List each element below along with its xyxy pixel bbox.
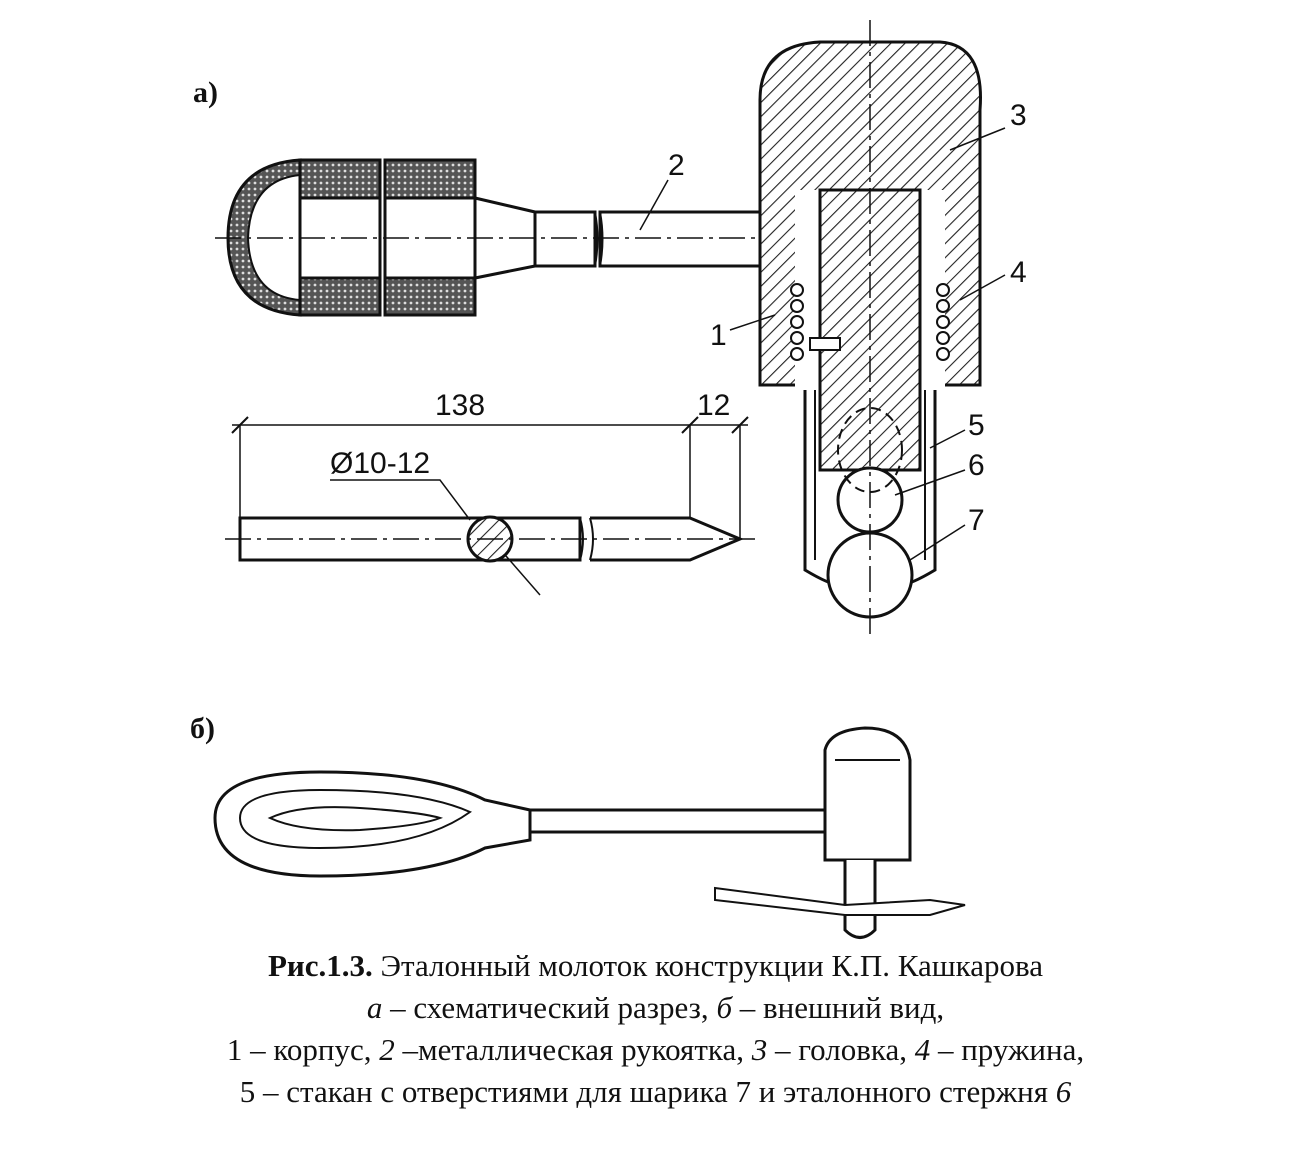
- figure-caption: Рис.1.3. Эталонный молоток конструкции К…: [0, 945, 1311, 1113]
- label-7: 7: [968, 504, 985, 537]
- caption-num-6: 6: [1055, 1074, 1072, 1109]
- label-b: б): [190, 712, 215, 745]
- handle-section-view: [215, 158, 775, 317]
- dimension-tip: 12: [697, 389, 730, 422]
- caption-line-1: Рис.1.3. Эталонный молоток конструкции К…: [0, 945, 1311, 987]
- caption-line-4: 5 – стакан с отверстиями для шарика 7 и …: [0, 1071, 1311, 1113]
- label-2: 2: [668, 149, 685, 182]
- caption-part-1: 1 – корпус,: [226, 1032, 380, 1067]
- label-a: а): [193, 76, 218, 109]
- caption-num-3: 3: [751, 1032, 768, 1067]
- caption-line-2-end: – внешний вид,: [732, 990, 945, 1025]
- label-1: 1: [710, 319, 727, 352]
- dimension-length: 138: [435, 389, 485, 422]
- leader-lines: [639, 127, 1006, 561]
- caption-line-2: а – схематический разрез, б – внешний ви…: [0, 987, 1311, 1029]
- caption-line-2-mid: – схематический разрез,: [382, 990, 717, 1025]
- label-4: 4: [1010, 256, 1027, 289]
- caption-part-5: 5 – стакан с отверстиями для шарика 7 и …: [239, 1074, 1056, 1109]
- caption-figure-number: Рис.1.3.: [267, 948, 373, 983]
- label-5: 5: [968, 409, 985, 442]
- caption-line-3: 1 – корпус, 2 –металлическая рукоятка, 3…: [0, 1029, 1311, 1071]
- rod-drawing: [225, 416, 760, 596]
- caption-letter-a: а: [366, 990, 383, 1025]
- head-section-view: [758, 20, 982, 640]
- caption-letter-b: б: [716, 990, 733, 1025]
- caption-part-4: – пружина,: [930, 1032, 1085, 1067]
- caption-num-2: 2: [379, 1032, 395, 1067]
- caption-num-4: 4: [914, 1032, 931, 1067]
- external-view: [213, 726, 966, 939]
- label-3: 3: [1010, 99, 1027, 132]
- technical-drawing: а) б) 2 3 4 1 5 6 7 138 12 Ø10-12: [190, 20, 1027, 939]
- caption-title: Эталонный молоток конструкции К.П. Кашка…: [372, 948, 1043, 983]
- dimension-diameter: Ø10-12: [330, 447, 430, 480]
- label-6: 6: [968, 449, 985, 482]
- caption-part-3: – головка,: [767, 1032, 915, 1067]
- caption-part-2: –металлическая рукоятка,: [394, 1032, 752, 1067]
